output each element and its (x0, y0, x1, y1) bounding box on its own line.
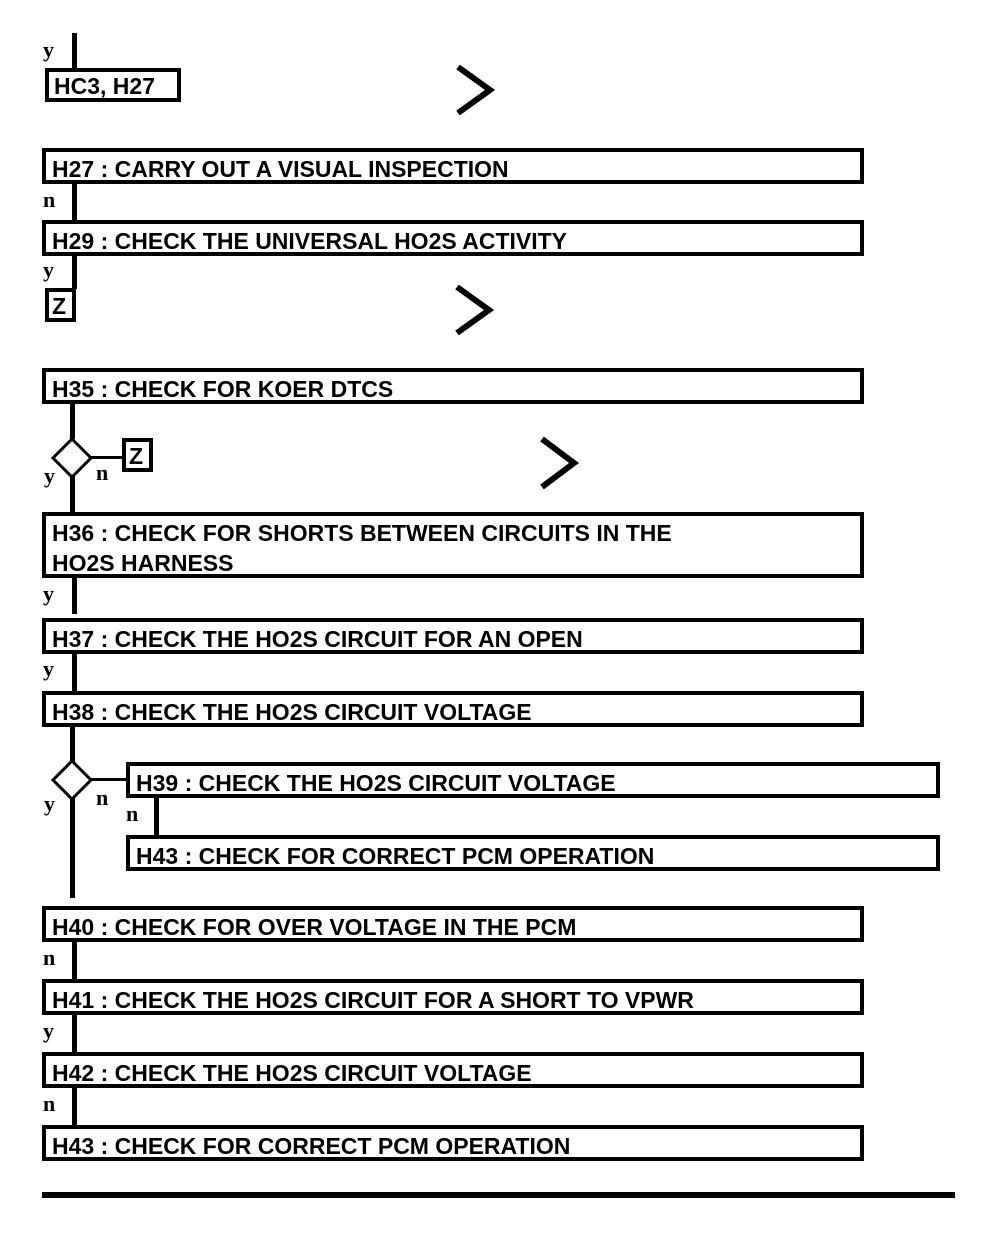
connector-h27-to-h29 (72, 184, 77, 221)
tag-z-2[interactable]: Z (122, 438, 153, 472)
connector-decision2-no (90, 778, 128, 781)
branch-label-h42: n (43, 1091, 56, 1116)
connector-h41-to-h42 (72, 1015, 77, 1052)
decision-diamond-2[interactable] (50, 758, 94, 802)
branch-label-entry: y (43, 37, 54, 62)
step-box-h42[interactable]: H42 : CHECK THE HO2S CIRCUIT VOLTAGE (42, 1052, 864, 1088)
connector-h37-to-h38 (72, 654, 77, 692)
branch-label-h39: n (126, 801, 139, 826)
connector-h36-to-h37 (72, 578, 77, 614)
connector-decision1-yes (70, 476, 75, 512)
connector-h42-to-h43 (72, 1088, 77, 1125)
chevron-right-icon-3 (540, 436, 579, 490)
branch-label-decision2-yes: y (44, 791, 55, 816)
chevron-right-icon-2 (455, 284, 495, 336)
connector-decision2-yes (70, 798, 75, 898)
branch-label-decision2-no: n (96, 785, 109, 810)
step-box-h27[interactable]: H27 : CARRY OUT A VISUAL INSPECTION (42, 148, 864, 184)
tag-hc3-h27[interactable]: HC3, H27 (45, 68, 181, 102)
branch-label-decision1-yes: y (44, 463, 55, 488)
branch-label-h37: y (43, 656, 54, 681)
connector-h29-to-z1 (72, 256, 77, 289)
step-box-h40[interactable]: H40 : CHECK FOR OVER VOLTAGE IN THE PCM (42, 906, 864, 942)
bottom-divider (42, 1192, 955, 1198)
branch-label-decision1-no: n (96, 460, 109, 485)
branch-label-h41: y (43, 1018, 54, 1043)
connector-entry-to-tag (72, 33, 77, 70)
step-box-h38[interactable]: H38 : CHECK THE HO2S CIRCUIT VOLTAGE (42, 691, 864, 727)
connector-h38-to-decision2 (70, 727, 75, 762)
branch-label-h36: y (43, 581, 54, 606)
branch-label-h40: n (43, 945, 56, 970)
step-box-h43-branch[interactable]: H43 : CHECK FOR CORRECT PCM OPERATION (126, 835, 940, 871)
connector-h35-to-decision1 (70, 404, 75, 439)
branch-label-h29: y (43, 257, 54, 282)
step-box-h35[interactable]: H35 : CHECK FOR KOER DTCS (42, 368, 864, 404)
step-box-h39[interactable]: H39 : CHECK THE HO2S CIRCUIT VOLTAGE (126, 762, 940, 798)
branch-label-h27: n (43, 187, 56, 212)
step-box-h43[interactable]: H43 : CHECK FOR CORRECT PCM OPERATION (42, 1125, 864, 1161)
connector-decision1-no (90, 456, 122, 459)
connector-h39-to-h43b (154, 798, 159, 836)
tag-z-1[interactable]: Z (45, 288, 76, 322)
step-box-h29[interactable]: H29 : CHECK THE UNIVERSAL HO2S ACTIVITY (42, 220, 864, 256)
chevron-right-icon-1 (456, 64, 496, 116)
decision-diamond-1[interactable] (50, 436, 94, 480)
connector-h40-to-h41 (72, 942, 77, 979)
step-box-h41[interactable]: H41 : CHECK THE HO2S CIRCUIT FOR A SHORT… (42, 979, 864, 1015)
step-box-h37[interactable]: H37 : CHECK THE HO2S CIRCUIT FOR AN OPEN (42, 618, 864, 654)
step-box-h36[interactable]: H36 : CHECK FOR SHORTS BETWEEN CIRCUITS … (42, 512, 864, 578)
